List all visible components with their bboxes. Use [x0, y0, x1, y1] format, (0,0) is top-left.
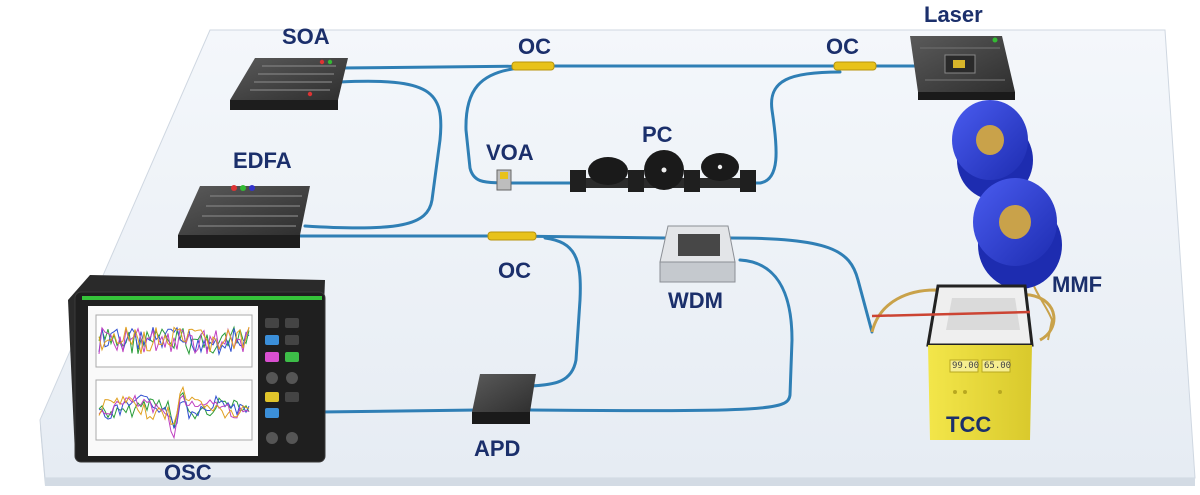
- fiber-soa-to-oc: [338, 64, 542, 70]
- fiber-soa-loop: [303, 79, 443, 230]
- label-tcc: TCC: [946, 412, 992, 437]
- voa-device: [496, 169, 512, 191]
- fiber-oc-to-voa: [464, 66, 522, 185]
- mmf-spools: [952, 100, 1062, 289]
- osc-trace-upper: [98, 326, 250, 354]
- label-laser: Laser: [924, 2, 983, 27]
- label-osc: OSC: [164, 460, 212, 485]
- coupler-tubes: [487, 61, 877, 241]
- label-apd: APD: [474, 436, 521, 461]
- oscilloscope-device: [68, 275, 326, 463]
- fiber-oc-to-apd: [528, 236, 582, 388]
- tcc-readout-left: 99.00: [952, 361, 980, 371]
- tcc-device: [871, 284, 1034, 440]
- tcc-readout-right: 65.00: [984, 361, 1012, 371]
- label-oc-top-right: OC: [826, 34, 859, 59]
- optical-table: [39, 29, 1196, 486]
- label-voa: VOA: [486, 140, 534, 165]
- fiber-osc-to-apd: [318, 408, 480, 414]
- fiber-wdm-to-apd: [528, 258, 794, 413]
- osc-traces: [98, 325, 250, 440]
- label-oc-middle: OC: [498, 258, 531, 283]
- label-pc: PC: [642, 122, 673, 147]
- osc-grid-buttons: [265, 318, 299, 444]
- laser-device: [910, 36, 1015, 100]
- label-soa: SOA: [282, 24, 330, 49]
- pc-device: [570, 150, 756, 192]
- fiber-network: [298, 64, 917, 414]
- osc-trace-upper: [98, 326, 250, 354]
- edfa-device: [178, 185, 310, 248]
- label-wdm: WDM: [668, 288, 723, 313]
- fiber-pc-to-oc: [758, 70, 842, 185]
- label-edfa: EDFA: [233, 148, 292, 173]
- wdm-device: [659, 225, 736, 283]
- label-oc-top-left: OC: [518, 34, 551, 59]
- osc-trace-lower: [98, 394, 250, 440]
- label-mmf: MMF: [1052, 272, 1103, 297]
- soa-device: [230, 58, 348, 110]
- apd-device: [472, 374, 536, 424]
- osc-trace-lower: [98, 385, 250, 426]
- fiber-wdm-to-tcc: [728, 236, 874, 334]
